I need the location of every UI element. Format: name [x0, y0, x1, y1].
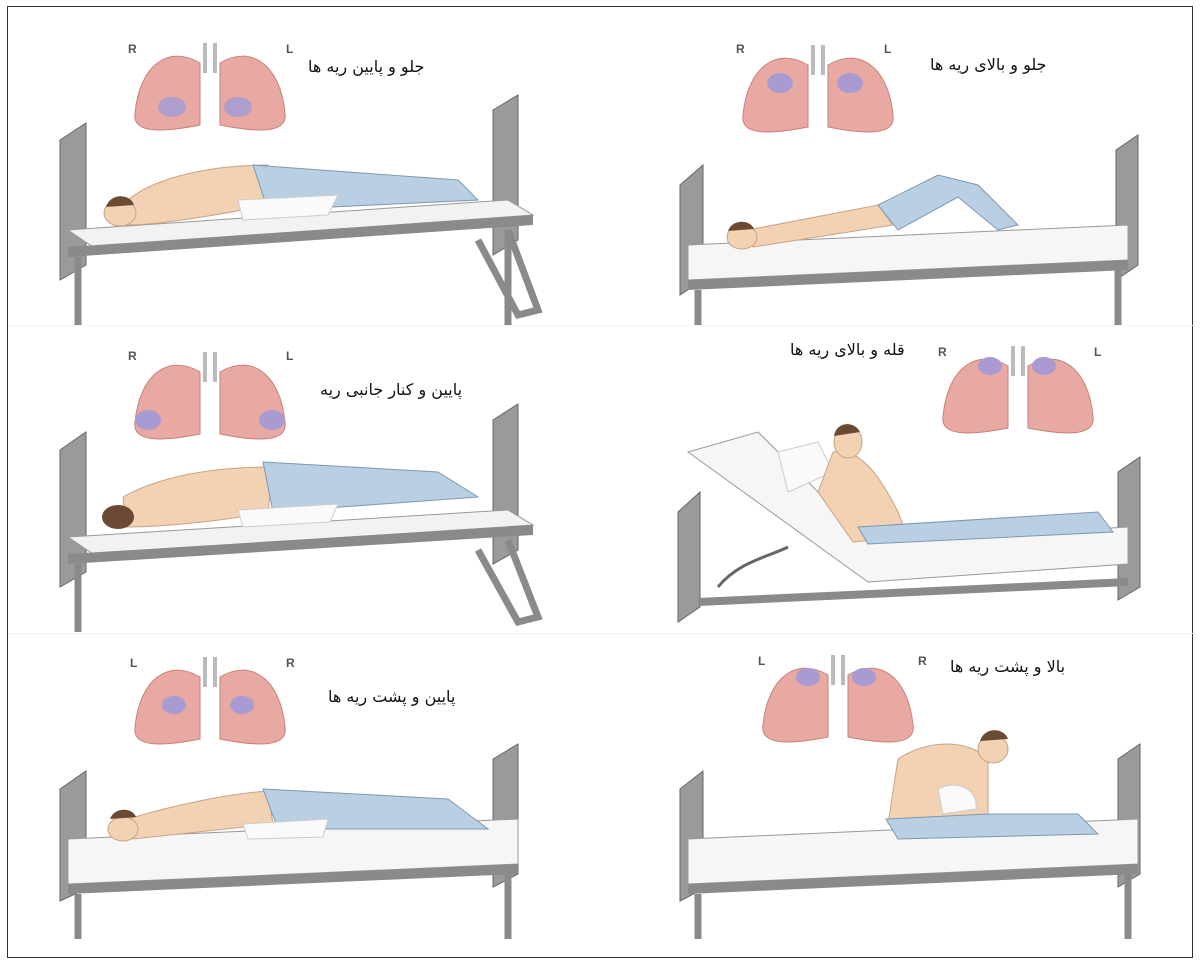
lungs-icon: L R [130, 656, 295, 744]
lungs-icon: L R [758, 654, 927, 742]
panel-illustration: R L [658, 25, 1158, 325]
panel-caption: بالا و پشت ریه ها [950, 657, 1065, 676]
panel-apical: R L قله و بالای ریه ها [658, 332, 1158, 632]
highlight-zone [837, 73, 863, 93]
panel-posterior-lower: L R پایین و پشت ریه ها [38, 639, 578, 939]
row-divider [8, 633, 1194, 634]
lung-label-left: L [130, 656, 137, 670]
highlight-zone [259, 410, 285, 430]
panel-caption: جلو و بالای ریه ها [930, 55, 1047, 74]
panel-illustration: L R [658, 639, 1158, 939]
lung-label-left: R [128, 349, 137, 363]
panel-illustration: R L [38, 332, 578, 632]
panel-caption: قله و بالای ریه ها [790, 340, 905, 359]
panel-caption: جلو و پایین ریه ها [308, 57, 424, 76]
lungs-icon: R L [128, 349, 293, 439]
patient-figure [886, 730, 1098, 839]
panel-anterior-upper: R L جلو و بالای ریه ها [658, 25, 1158, 325]
panel-lateral-lower: R L پایین و کنار جانبی ریه [38, 332, 578, 632]
highlight-zone [135, 410, 161, 430]
highlight-zone [767, 73, 793, 93]
highlight-zone [230, 696, 254, 714]
highlight-zone [852, 668, 876, 686]
lungs-icon: R L [128, 42, 293, 130]
lungs-icon: R L [938, 345, 1101, 433]
row-divider [8, 325, 1194, 326]
lung-label-left: L [758, 654, 765, 668]
lung-label-right: R [286, 656, 295, 670]
panel-anterior-lower: R L جلو و پایین ریه ها [38, 25, 578, 325]
lungs-icon: R L [736, 42, 893, 132]
lung-label-right: L [286, 42, 293, 56]
highlight-zone [796, 668, 820, 686]
lung-label-right: L [884, 42, 891, 56]
panel-illustration: R L [658, 332, 1158, 632]
highlight-zone [224, 97, 252, 117]
panel-posterior-upper: L R بالا و پشت ریه ها [658, 639, 1158, 939]
lung-label-right: L [286, 349, 293, 363]
lung-label-right: L [1094, 345, 1101, 359]
figure-frame: R L جلو و پایین ریه ها [7, 6, 1193, 958]
lung-label-left: R [736, 42, 745, 56]
highlight-zone [978, 357, 1002, 375]
panel-caption: پایین و کنار جانبی ریه [320, 380, 462, 399]
lung-label-left: R [128, 42, 137, 56]
highlight-zone [1032, 357, 1056, 375]
highlight-zone [162, 696, 186, 714]
lung-label-right: R [918, 654, 927, 668]
panel-caption: پایین و پشت ریه ها [328, 687, 455, 706]
highlight-zone [158, 97, 186, 117]
panel-illustration: L R [38, 639, 578, 939]
bed-icon [60, 744, 518, 939]
lung-label-left: R [938, 345, 947, 359]
